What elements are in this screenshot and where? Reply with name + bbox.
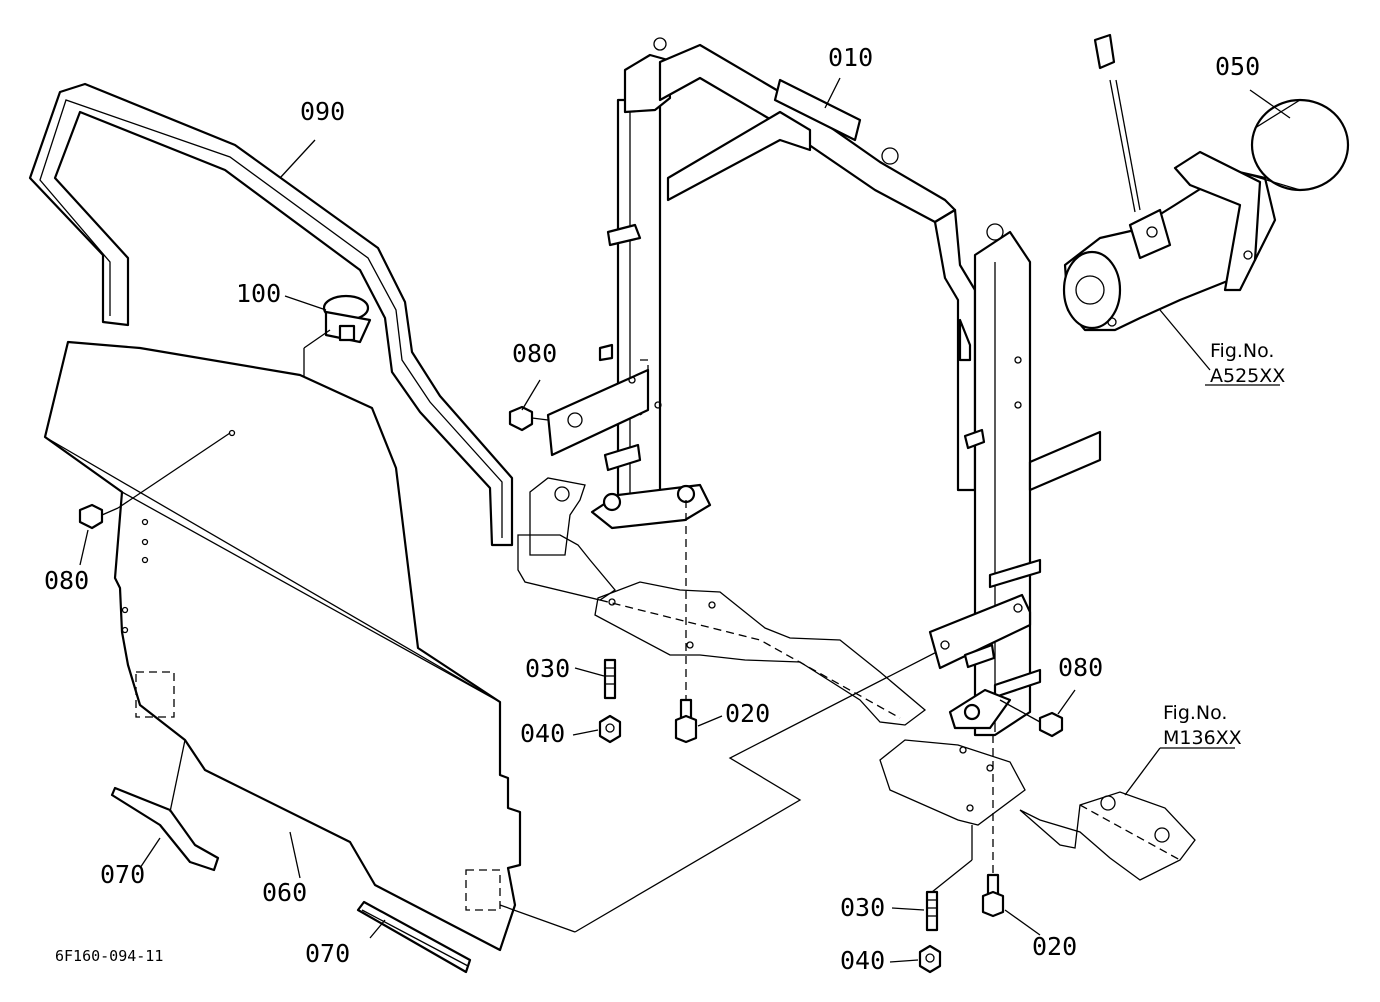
callout-080-panel: 080	[44, 566, 89, 595]
callout-040-right: 040	[840, 946, 885, 975]
callout-070-left: 070	[100, 860, 145, 889]
part-010-main-frame	[546, 37, 1102, 737]
callout-050: 050	[1215, 52, 1260, 81]
callout-030-right: 030	[840, 893, 885, 922]
callout-010: 010	[828, 43, 873, 72]
part-040-nut-left	[598, 714, 622, 744]
part-070-rubber-strip-left	[110, 739, 220, 872]
leader-lines	[79, 77, 1291, 963]
part-050-starter	[1062, 33, 1350, 332]
callout-030-left: 030	[525, 654, 570, 683]
part-030-stud-right	[925, 825, 973, 932]
part-030-stud-left	[603, 658, 617, 700]
figure-references: Fig.No. A525XX Fig.No. M136XX	[1163, 340, 1285, 749]
callout-080-bracket: 080	[1058, 653, 1103, 682]
callout-100: 100	[236, 279, 281, 308]
callout-070-right: 070	[305, 939, 350, 968]
part-020-bolt-right	[981, 735, 1005, 918]
part-040-nut-right	[918, 944, 942, 974]
callout-020-left: 020	[725, 699, 770, 728]
starter-fig-no: A525XX	[1210, 365, 1285, 387]
part-080-bolt-right-bracket	[999, 699, 1064, 738]
part-070-rubber-strip-right	[356, 900, 472, 974]
frame-fig-label: Fig.No.	[1163, 702, 1227, 724]
callout-080-plate: 080	[512, 339, 557, 368]
part-080-bolt-plate	[508, 405, 549, 432]
callout-090: 090	[300, 97, 345, 126]
part-100-clamp	[303, 294, 372, 405]
callout-060: 060	[262, 878, 307, 907]
drawing-code: 6F160-094-11	[55, 947, 163, 965]
callout-020-right: 020	[1032, 932, 1077, 961]
part-020-bolt-left	[674, 500, 698, 744]
callout-labels: 010 050 090 100 080 080 080 030 040 020 …	[44, 43, 1260, 975]
starter-fig-label: Fig.No.	[1210, 340, 1274, 362]
part-080-bolt-left-panel	[78, 432, 231, 530]
callout-040-left: 040	[520, 719, 565, 748]
reference-frame-base	[517, 477, 1196, 881]
part-090-handle-frame	[28, 82, 514, 547]
frame-fig-no: M136XX	[1163, 727, 1242, 749]
part-060-side-panel	[43, 340, 961, 952]
